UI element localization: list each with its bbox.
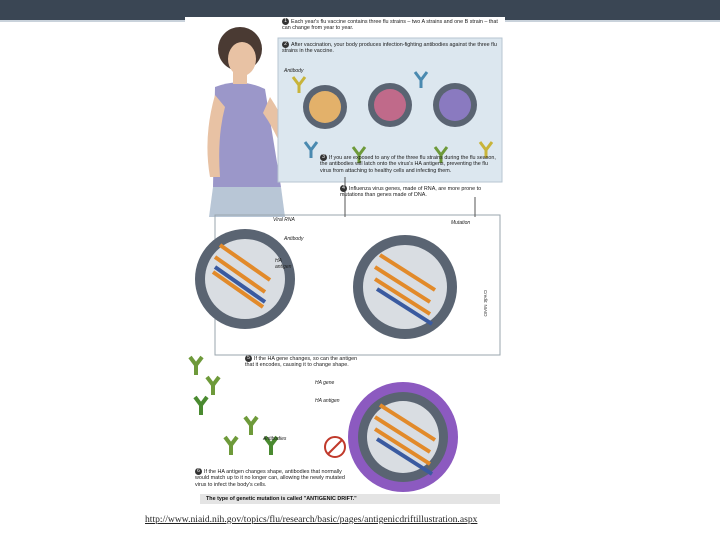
vaccine-viruses [303, 83, 477, 129]
illustration-graphic [188, 27, 503, 492]
drifted-virus [348, 382, 458, 492]
virus-with-antibodies [195, 229, 295, 329]
source-link[interactable]: http://www.niaid.nih.gov/topics/flu/rese… [145, 514, 478, 525]
antibodies-label: Antibodies [263, 436, 287, 442]
mutated-virus [353, 235, 457, 339]
viral-rna-label: Viral RNA [273, 217, 295, 223]
antigenic-drift-note: The type of genetic mutation is called "… [200, 494, 500, 504]
unbound-antibodies [188, 355, 279, 455]
ha-gene-label: HA gene [315, 380, 335, 386]
antibody-label-top: Antibody [284, 68, 304, 74]
antibody-label-mid: Antibody [284, 236, 304, 242]
panel-antibodies [291, 71, 494, 163]
ha-antigen-label-bottom: HA antigen [315, 398, 340, 404]
blocked-symbol [324, 436, 346, 458]
ha-antigen-label: HA antigen [275, 258, 292, 270]
mutation-label: Mutation [451, 220, 471, 226]
slide-top-bar [0, 0, 720, 20]
credit-label: Credit: NIAID [483, 290, 488, 317]
